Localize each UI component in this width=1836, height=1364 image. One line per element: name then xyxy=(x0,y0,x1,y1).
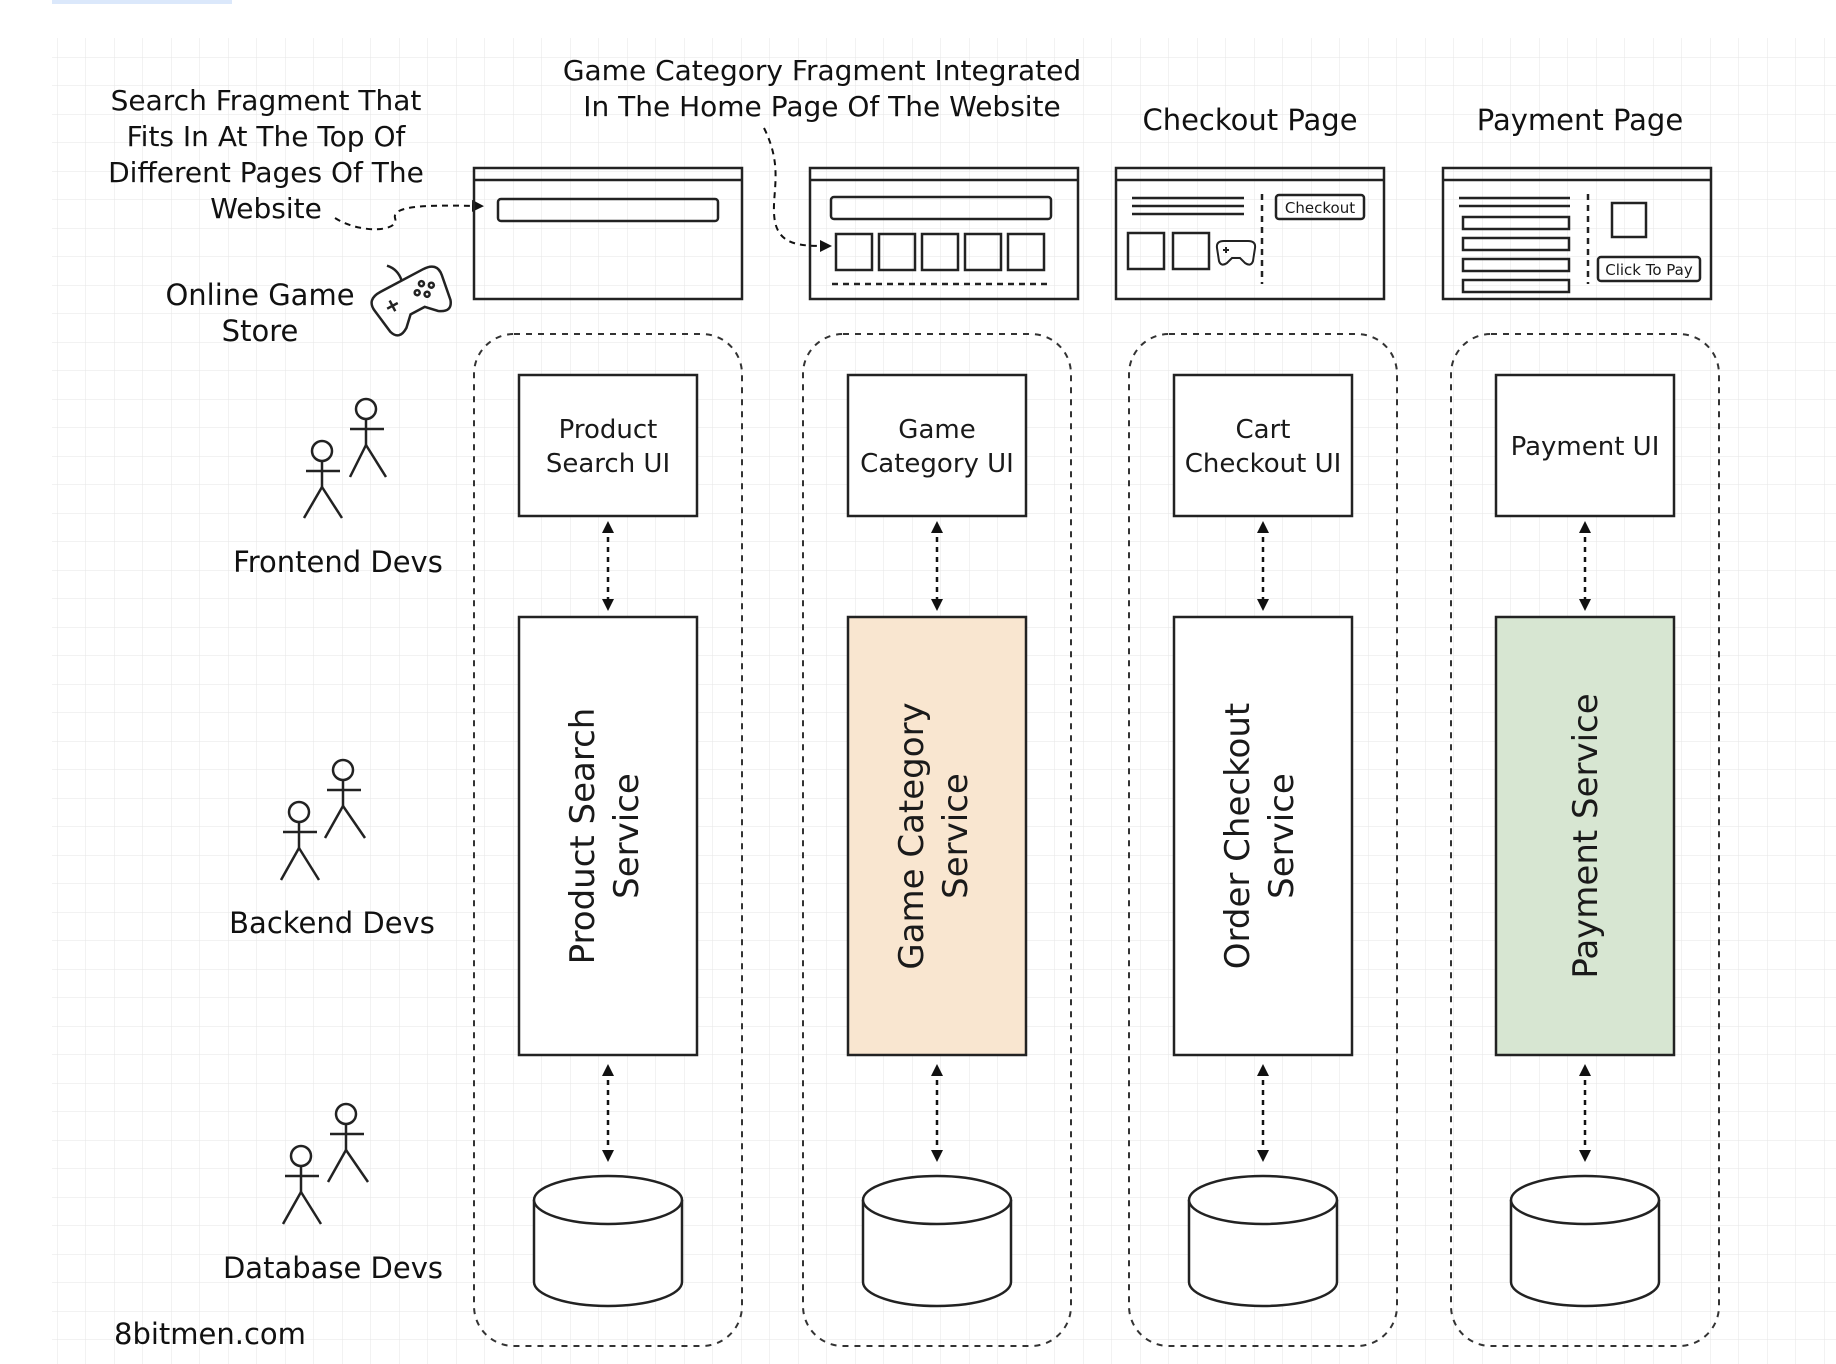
store-title-line-1: Online Game xyxy=(165,278,354,312)
search-bar-mock xyxy=(829,195,1053,221)
backend-devs-label: Backend Devs xyxy=(229,906,435,940)
service-label-line-2: Service xyxy=(607,773,647,899)
store-title: Online Game Store xyxy=(165,278,354,348)
frontend-devs-label: Frontend Devs xyxy=(233,545,443,579)
gamepad-icon xyxy=(370,264,452,337)
backend-service-box xyxy=(846,615,1028,1057)
ui-label-line-1: Cart xyxy=(1236,415,1291,445)
pay-button-label: Click To Pay xyxy=(1605,261,1693,279)
checkout-page-title: Checkout Page xyxy=(1142,103,1357,137)
backend-devs-group: Backend Devs xyxy=(229,758,435,940)
category-tile-2 xyxy=(877,232,917,272)
developers-icon xyxy=(302,397,388,519)
ui-fragment-box xyxy=(517,373,699,518)
backend-service-box xyxy=(1172,615,1354,1057)
database-devs-label: Database Devs xyxy=(223,1251,443,1285)
category-tile-3 xyxy=(920,232,960,272)
annotation-line-2: Fits In At The Top Of xyxy=(127,120,407,153)
service-label-line-1: Product Search xyxy=(563,708,603,965)
annotation-line-2: In The Home Page Of The Website xyxy=(583,90,1061,123)
gamepad-icon xyxy=(1215,240,1257,266)
frontend-devs-group: Frontend Devs xyxy=(233,397,443,579)
ui-fragment-box xyxy=(1494,373,1676,518)
ui-label-line-1: Game xyxy=(898,415,975,445)
game-category-fragment-annotation: Game Category Fragment Integrated In The… xyxy=(563,54,1081,123)
checkout-button-label: Checkout xyxy=(1285,199,1355,217)
category-tile-1 xyxy=(834,232,874,272)
store-title-line-2: Store xyxy=(222,314,299,348)
backend-service-box xyxy=(517,615,699,1057)
ui-label-line-2: Checkout UI xyxy=(1185,449,1342,479)
annotation-line-3: Different Pages Of The xyxy=(108,156,424,189)
search-page-wireframe xyxy=(472,166,744,301)
footer-brand: 8bitmen.com xyxy=(114,1317,306,1351)
ui-fragment-box xyxy=(846,373,1028,518)
game-category-connector xyxy=(763,127,832,252)
service-label-line-1: Payment Service xyxy=(1566,693,1606,978)
home-page-wireframe xyxy=(808,166,1080,301)
ui-label-line-1: Payment UI xyxy=(1511,432,1660,462)
pay-button[interactable] xyxy=(1596,255,1702,283)
database-icon xyxy=(1509,1174,1661,1308)
ui-fragment-box xyxy=(1172,373,1354,518)
search-fragment-annotation: Search Fragment That Fits In At The Top … xyxy=(108,84,424,225)
ui-label-line-2: Category UI xyxy=(860,449,1014,479)
annotation-line-1: Game Category Fragment Integrated xyxy=(563,54,1081,87)
payment-page-wireframe xyxy=(1441,166,1713,301)
search-bar-mock xyxy=(496,197,720,223)
service-column-4: Payment UI Payment Service xyxy=(1450,333,1720,1347)
database-icon xyxy=(861,1174,1013,1308)
search-fragment-connector xyxy=(334,199,484,231)
payment-page-title: Payment Page xyxy=(1477,103,1683,137)
developers-icon xyxy=(279,758,367,881)
developers-icon xyxy=(281,1102,370,1225)
service-label-line-2: Service xyxy=(1262,773,1302,899)
backend-service-box xyxy=(1494,615,1676,1057)
annotation-line-4: Website xyxy=(210,192,322,225)
checkout-page-wireframe xyxy=(1114,166,1386,301)
category-tile-4 xyxy=(963,232,1003,272)
service-label: Payment Service xyxy=(1566,693,1606,978)
database-devs-group: Database Devs xyxy=(223,1102,443,1285)
annotation-line-1: Search Fragment That xyxy=(111,84,422,117)
ui-label-line-2: Search UI xyxy=(546,449,670,479)
database-icon xyxy=(532,1174,684,1308)
selection-bar xyxy=(52,0,232,4)
service-label-line-1: Order Checkout xyxy=(1218,703,1258,970)
database-icon xyxy=(1187,1174,1339,1308)
checkout-button[interactable] xyxy=(1274,193,1366,221)
category-tile-5 xyxy=(1006,232,1046,272)
service-label-line-1: Game Category xyxy=(892,702,932,969)
service-label-line-2: Service xyxy=(936,773,976,899)
ui-label-line-1: Product xyxy=(559,415,658,445)
